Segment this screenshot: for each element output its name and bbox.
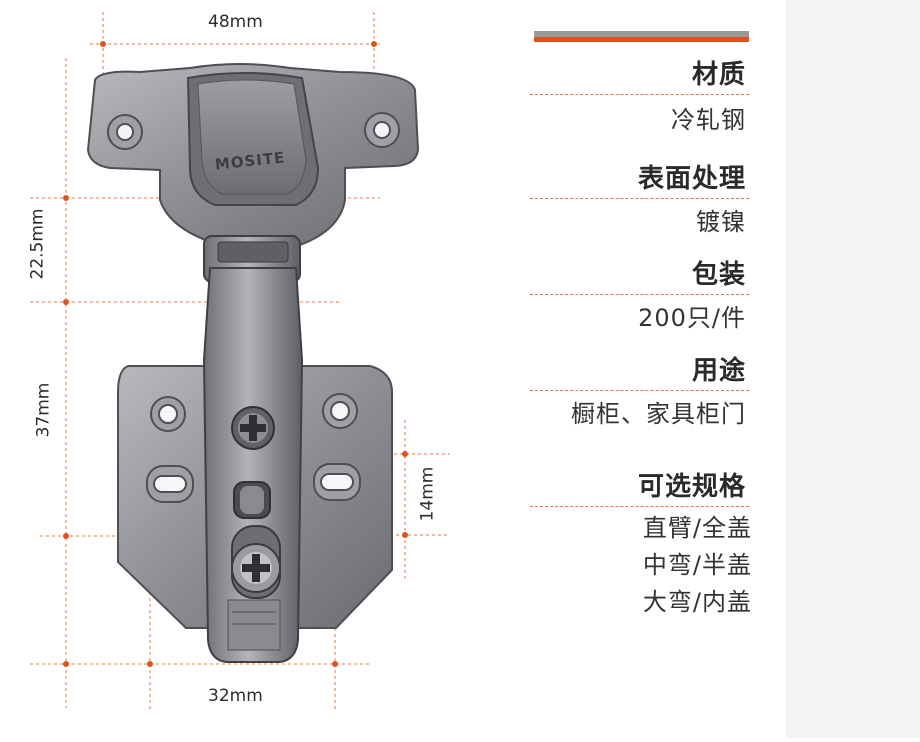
spec-value-packaging: 200只/件: [638, 304, 746, 332]
spec-value-finish: 镀镍: [696, 208, 746, 236]
header-bar-orange: [534, 37, 749, 42]
option-item: 大弯/内盖: [642, 588, 752, 616]
options-list: 直臂/全盖 中弯/半盖 大弯/内盖: [643, 510, 752, 621]
background-strip: [786, 0, 920, 738]
option-item: 中弯/半盖: [642, 551, 752, 579]
spec-divider: [530, 94, 749, 95]
spec-divider: [530, 506, 749, 507]
spec-label-usage: 用途: [691, 356, 746, 386]
dimension-dots: [63, 41, 408, 667]
spec-value-material: 冷轧钢: [671, 106, 746, 134]
dim-top-width: 48mm: [208, 12, 263, 32]
spec-label-packaging: 包装: [691, 260, 746, 290]
dim-left-upper: 22.5mm: [27, 208, 48, 280]
dim-left-lower: 37mm: [33, 382, 54, 438]
screw-top: [231, 406, 275, 450]
hinge-arm: [202, 267, 304, 663]
spec-divider: [530, 294, 749, 295]
spec-label-material: 材质: [691, 60, 746, 90]
spec-label-finish: 表面处理: [637, 164, 746, 194]
header-bar-gray: [534, 31, 749, 37]
screw-bottom: [231, 543, 281, 593]
spec-label-options: 可选规格: [637, 472, 746, 502]
dim-bottom-width: 32mm: [208, 686, 263, 706]
spec-value-usage: 橱柜、家具柜门: [571, 400, 746, 428]
dim-right-slot: 14mm: [417, 466, 438, 522]
hinge-cup-plate: [86, 63, 420, 246]
option-item: 直臂/全盖: [642, 514, 752, 542]
hinge-illustration: MOSITE: [30, 12, 450, 710]
spec-divider: [530, 198, 749, 199]
spec-panel: 材质 冷轧钢 表面处理 镀镍 包装 200只/件 用途 橱柜、家具柜门 可选规格…: [528, 0, 752, 738]
spec-divider: [530, 390, 749, 391]
hinge-figure: MOSITE 48mm 32mm 22.5mm 37mm 14mm: [27, 12, 450, 710]
